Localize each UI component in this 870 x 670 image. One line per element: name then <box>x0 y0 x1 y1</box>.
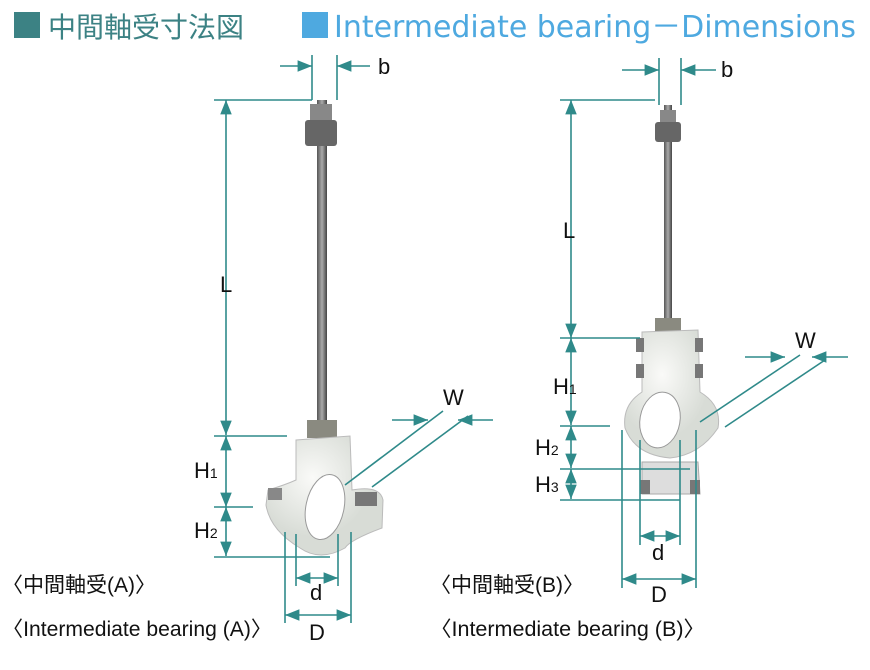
bearing-b-dimensions <box>560 58 848 588</box>
bearing-b-label-D: D <box>651 582 667 607</box>
bearing-a-caption-en: 〈Intermediate bearing (A)〉 <box>2 618 272 641</box>
bearing-a-label-L: L <box>220 272 232 297</box>
title-en: Intermediate bearing－Dimensions <box>334 10 856 45</box>
bearing-b-label-H1: H1 <box>553 374 577 399</box>
bearing-a-dimensions <box>214 55 493 623</box>
bearing-a-image <box>265 100 384 556</box>
bearing-a-label-H2: H2 <box>194 518 218 543</box>
bearing-b-caption-en: 〈Intermediate bearing (B)〉 <box>430 618 705 641</box>
bearing-a-label-b: b <box>378 54 390 79</box>
bearing-a-label-H1: H1 <box>194 458 218 483</box>
bearing-b-label-H2: H2 <box>535 435 559 460</box>
bearing-b-label-b: b <box>721 57 733 82</box>
title-square-teal <box>14 12 40 38</box>
bearing-a-caption-jp: 〈中間軸受(A)〉 <box>2 574 156 597</box>
bearing-b-image <box>624 105 720 495</box>
bearing-b-label-L: L <box>563 218 575 243</box>
title-jp: 中間軸受寸法図 <box>48 11 244 44</box>
bearing-b-label-d: d <box>652 540 664 565</box>
title-square-blue <box>302 12 328 38</box>
bearing-b-label-H3: H3 <box>535 472 559 497</box>
bearing-b-caption-jp: 〈中間軸受(B)〉 <box>430 574 584 597</box>
bearing-a-label-W: W <box>443 385 464 410</box>
bearing-a-label-D: D <box>309 620 325 645</box>
bearing-b-label-W: W <box>795 328 816 353</box>
bearing-a-label-d: d <box>310 580 322 605</box>
